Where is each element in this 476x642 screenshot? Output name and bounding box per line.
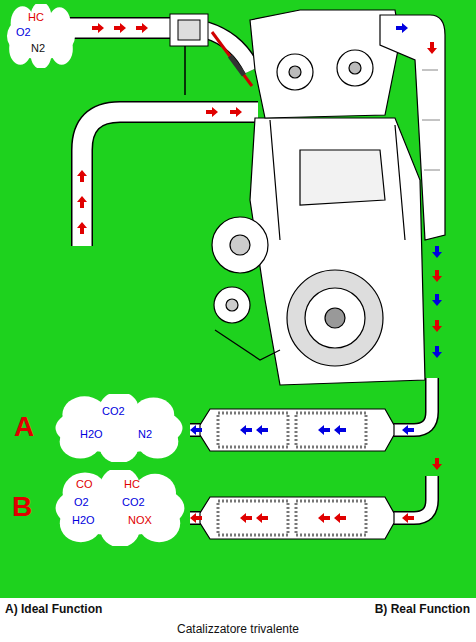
gas-formula: HC xyxy=(124,479,140,490)
gas-formula: CO xyxy=(76,479,93,490)
catalytic-converter xyxy=(190,497,414,539)
function-letter: B xyxy=(12,492,32,523)
caption-label: B) Real Function xyxy=(375,603,470,616)
gas-formula: H2O xyxy=(72,515,95,526)
gas-formula: N2 xyxy=(31,43,45,54)
catalytic-converter xyxy=(190,409,414,451)
gas-formula: O2 xyxy=(74,497,89,508)
gas-cloud: CO2H2O N2 xyxy=(50,394,188,462)
gas-formula: N2 xyxy=(138,429,152,440)
cloud-shape xyxy=(50,394,188,462)
flow-arrows xyxy=(77,23,442,470)
green-ground xyxy=(0,0,476,598)
figure-caption: Catalizzatore trivalente xyxy=(0,623,476,636)
function-letter: A xyxy=(14,412,34,443)
gas-formula: O2 xyxy=(16,27,31,38)
cloud-shape xyxy=(50,470,190,546)
gas-formula: CO2 xyxy=(102,406,125,417)
exhaust-manifold xyxy=(380,15,445,240)
gas-formula: NOX xyxy=(128,515,152,526)
throttle-body xyxy=(170,14,208,95)
gas-formula: HC xyxy=(28,12,44,23)
gas-formula: CO2 xyxy=(122,497,145,508)
injector xyxy=(212,32,252,86)
intake-pipe xyxy=(60,28,258,246)
gas-cloud: CO HC O2 CO2H2O NOX xyxy=(50,470,190,546)
caption-label: A) Ideal Function xyxy=(5,603,102,616)
engine-block xyxy=(212,10,425,385)
gas-cloud: HC O2N2 xyxy=(4,4,78,68)
gas-formula: H2O xyxy=(80,429,103,440)
